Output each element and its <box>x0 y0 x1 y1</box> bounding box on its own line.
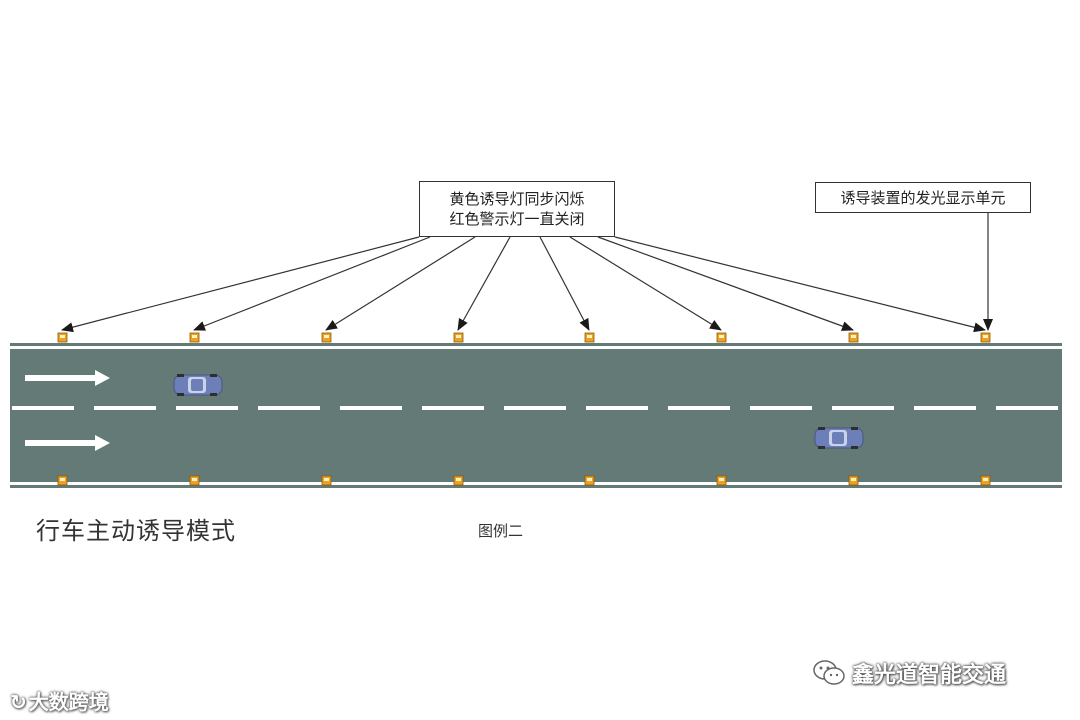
light-unit-icon <box>189 475 200 486</box>
callout-flash-mode: 黄色诱导灯同步闪烁 红色警示灯一直关闭 <box>419 181 615 237</box>
lane-dash <box>832 406 894 410</box>
leader-line <box>193 236 431 331</box>
figure-label: 图例二 <box>478 522 524 540</box>
light-unit-icon <box>584 475 595 486</box>
leader-line <box>457 236 511 331</box>
direction-arrow-icon <box>25 370 110 386</box>
watermark-right-text: 鑫光道智能交通 <box>852 663 1007 688</box>
light-unit-icon <box>980 475 991 486</box>
lane-dash <box>668 406 730 410</box>
car-icon <box>173 374 223 396</box>
callout-light-unit: 诱导装置的发光显示单元 <box>815 182 1031 213</box>
light-unit-icon <box>716 332 727 343</box>
watermark-left-text: 大数跨境 <box>28 690 109 714</box>
leader-line <box>539 236 590 331</box>
watermark-left: ↻大数跨境 <box>10 686 109 715</box>
light-unit-icon <box>57 332 68 343</box>
leader-line <box>614 236 986 333</box>
road-surface <box>10 343 1062 488</box>
lane-dash <box>996 406 1058 410</box>
leader-line <box>569 236 722 331</box>
lane-dash <box>750 406 812 410</box>
lane-dash <box>586 406 648 410</box>
light-units <box>57 332 991 486</box>
light-unit-icon <box>848 332 859 343</box>
lane-dash <box>258 406 320 410</box>
light-unit-icon <box>584 332 595 343</box>
car-icon <box>814 427 864 449</box>
light-unit-icon <box>57 475 68 486</box>
light-unit-icon <box>189 332 200 343</box>
lane-dash <box>914 406 976 410</box>
leader-line <box>325 236 476 331</box>
lane-dash <box>504 406 566 410</box>
lane-dash <box>422 406 484 410</box>
wechat-icon <box>813 660 845 685</box>
leader-lines <box>61 213 993 333</box>
leader-line <box>597 236 854 331</box>
lane-dash <box>340 406 402 410</box>
callout-line-2: 红色警示灯一直关闭 <box>449 210 585 228</box>
light-unit-icon <box>980 332 991 343</box>
watermark-right: 鑫光道智能交通 <box>812 656 1006 690</box>
light-unit-icon <box>321 475 332 486</box>
road-edge-line-bottom <box>10 482 1062 485</box>
light-unit-icon <box>453 332 464 343</box>
lane-dash <box>12 406 74 410</box>
road-edge-line-top <box>10 346 1062 349</box>
light-unit-icon <box>453 475 464 486</box>
brand-logo-icon: ↻ <box>10 690 27 714</box>
direction-arrow-icon <box>25 435 110 451</box>
lane-dash <box>94 406 156 410</box>
light-unit-icon <box>716 475 727 486</box>
mode-title: 行车主动诱导模式 <box>36 517 236 545</box>
light-unit-icon <box>848 475 859 486</box>
light-unit-icon <box>321 332 332 343</box>
callout-line-1: 黄色诱导灯同步闪烁 <box>449 190 585 208</box>
lane-center-dashes <box>12 406 1058 410</box>
lane-dash <box>176 406 238 410</box>
leader-line <box>61 236 420 333</box>
